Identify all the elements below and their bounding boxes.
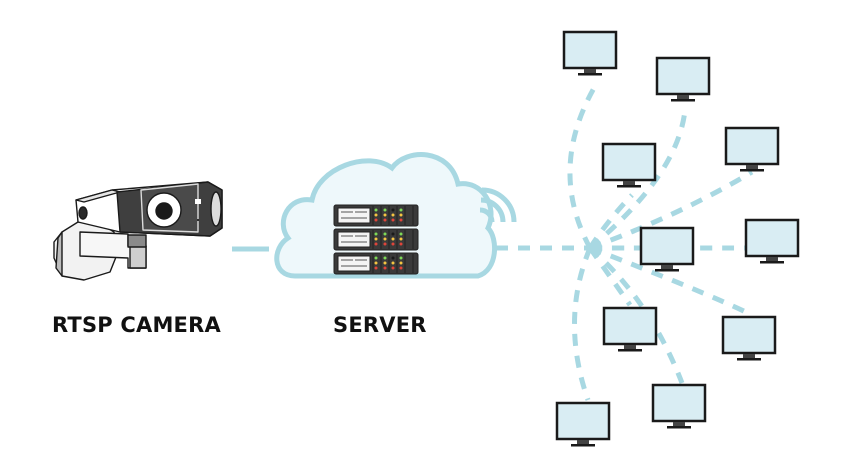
monitor-neck — [677, 95, 689, 100]
status-led — [391, 237, 395, 241]
monitor-icon — [562, 30, 618, 76]
monitor-screen — [651, 383, 707, 423]
monitor-neck — [624, 345, 636, 350]
status-led — [374, 213, 378, 217]
monitor-icon — [601, 142, 657, 188]
status-led — [391, 232, 395, 236]
stream-link-4 — [589, 169, 754, 251]
status-led — [374, 266, 378, 270]
status-led — [391, 256, 395, 260]
status-led — [399, 256, 403, 260]
monitor-icon — [724, 126, 780, 172]
server-rack-icon — [333, 204, 419, 275]
monitor-neck — [746, 165, 758, 170]
status-led — [391, 208, 395, 212]
status-led — [391, 266, 395, 270]
security-camera-icon — [53, 181, 223, 281]
connectors — [496, 86, 754, 401]
monitor-icon — [721, 315, 777, 361]
status-led — [399, 242, 403, 246]
server-unit — [333, 252, 419, 275]
monitor-neck — [673, 422, 685, 427]
server-label: SERVER — [333, 313, 427, 337]
stream-link-3 — [587, 193, 634, 250]
monitor-neck — [743, 354, 755, 359]
status-led — [399, 208, 403, 212]
status-led — [399, 261, 403, 265]
status-led — [391, 213, 395, 217]
monitor-neck — [584, 69, 596, 74]
monitor-screen — [721, 315, 777, 355]
monitor-base — [618, 349, 642, 352]
status-led — [374, 256, 378, 260]
monitor-base — [667, 426, 691, 429]
monitor-icon — [639, 226, 695, 272]
monitor-icon — [651, 383, 707, 429]
monitor-base — [740, 169, 764, 172]
status-led — [383, 213, 387, 217]
status-led — [374, 218, 378, 222]
status-led — [383, 218, 387, 222]
status-led — [391, 242, 395, 246]
monitor-screen — [601, 142, 657, 182]
monitor-base — [617, 185, 641, 188]
status-led — [399, 218, 403, 222]
server-unit — [333, 228, 419, 251]
stream-link-2 — [588, 109, 688, 250]
stream-link-9 — [572, 247, 593, 401]
monitor-screen — [655, 56, 711, 96]
monitor-icon — [655, 56, 711, 102]
monitors — [555, 30, 800, 447]
monitor-screen — [724, 126, 780, 166]
monitor-base — [671, 99, 695, 102]
camera-label: RTSP CAMERA — [52, 313, 221, 337]
status-led — [399, 237, 403, 241]
status-led — [383, 242, 387, 246]
monitor-base — [760, 261, 784, 264]
monitor-screen — [602, 306, 658, 346]
status-led — [383, 237, 387, 241]
monitor-icon — [744, 218, 800, 264]
status-led — [383, 266, 387, 270]
monitor-base — [655, 269, 679, 272]
monitor-base — [578, 73, 602, 76]
stream-link-1 — [567, 86, 597, 250]
monitor-icon — [555, 401, 611, 447]
server-unit — [333, 204, 419, 227]
monitor-screen — [639, 226, 695, 266]
status-led — [374, 242, 378, 246]
status-led — [374, 232, 378, 236]
status-led — [383, 232, 387, 236]
monitor-neck — [623, 181, 635, 186]
monitor-base — [737, 358, 761, 361]
monitor-neck — [577, 440, 589, 445]
status-led — [391, 261, 395, 265]
stream-link-8 — [589, 245, 752, 317]
monitor-icon — [602, 306, 658, 352]
status-led — [374, 261, 378, 265]
status-led — [399, 232, 403, 236]
status-led — [383, 208, 387, 212]
monitor-neck — [766, 257, 778, 262]
monitor-screen — [744, 218, 800, 258]
monitor-screen — [562, 30, 618, 70]
status-led — [399, 213, 403, 217]
status-led — [391, 218, 395, 222]
status-led — [374, 208, 378, 212]
status-led — [383, 261, 387, 265]
status-led — [374, 237, 378, 241]
wifi-signal-icon — [479, 187, 517, 223]
monitor-screen — [555, 401, 611, 441]
status-led — [399, 266, 403, 270]
status-led — [383, 256, 387, 260]
monitor-base — [571, 444, 595, 447]
monitor-neck — [661, 265, 673, 270]
